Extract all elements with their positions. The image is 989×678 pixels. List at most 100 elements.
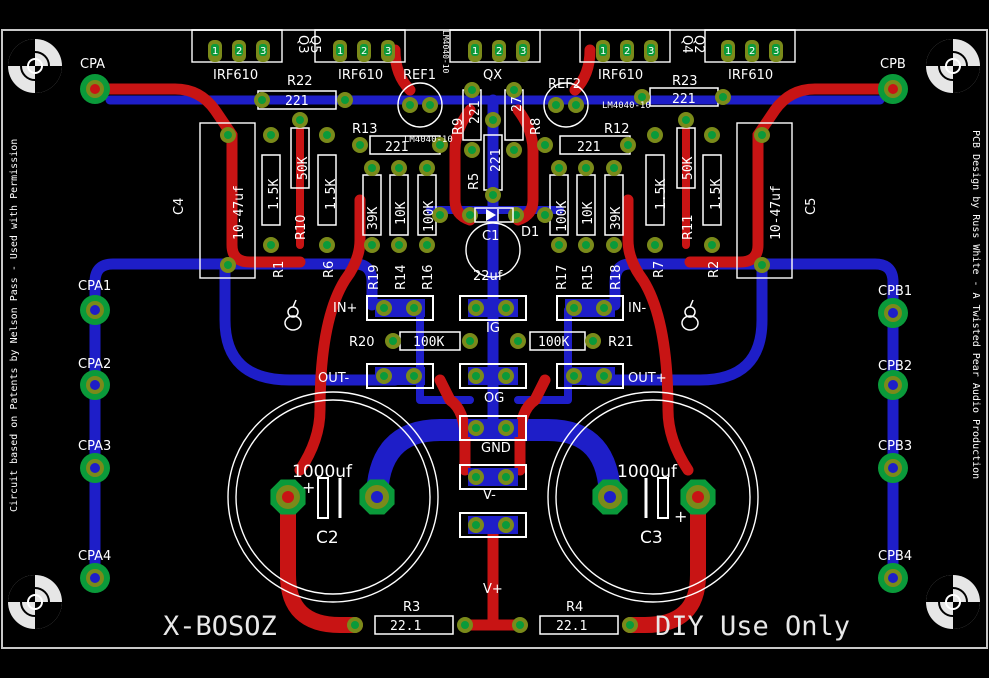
pad (406, 368, 422, 384)
pad (606, 237, 622, 253)
value-r16: 100K (422, 201, 437, 232)
value-r2: 1.5K (709, 179, 724, 210)
pad (464, 142, 480, 158)
value-r3: 22.1 (390, 619, 421, 634)
pad (319, 237, 335, 253)
label-r17: R17 (555, 264, 570, 290)
pad (704, 127, 720, 143)
pad (391, 237, 407, 253)
mosfet-pin: 1 (333, 40, 347, 62)
pear-logo-right (681, 299, 699, 331)
pad (468, 420, 484, 436)
label-r4: R4 (566, 600, 583, 615)
pad (385, 333, 401, 349)
pad (878, 298, 908, 328)
label-r8: R8 (529, 118, 544, 135)
label-r14: R14 (394, 264, 409, 290)
label-gnd: GND (481, 441, 511, 456)
pad (498, 517, 514, 533)
pad (80, 453, 110, 483)
pad (537, 207, 553, 223)
label-cpa: CPA (80, 57, 105, 72)
label-r3: R3 (403, 600, 420, 615)
label-c1: C1 (482, 229, 499, 244)
pad (596, 300, 612, 316)
pad (337, 92, 353, 108)
value-r14: 10K (394, 201, 409, 225)
pad (506, 82, 522, 98)
label-d1: D1 (521, 225, 539, 240)
value-r18: 39K (609, 206, 624, 230)
pad (432, 207, 448, 223)
label-q4: Q4 (679, 35, 694, 54)
label-v-plus: V+ (483, 582, 503, 597)
pad (715, 89, 731, 105)
pad (364, 160, 380, 176)
mosfet-pin: 2 (232, 40, 246, 62)
label-r11: R11 (681, 214, 696, 240)
label-cpb2: CPB2 (878, 359, 912, 374)
pad (263, 237, 279, 253)
pad (620, 137, 636, 153)
value-r9: 221 (468, 101, 483, 124)
pad (578, 160, 594, 176)
label-cpb1: CPB1 (878, 284, 912, 299)
pad (498, 420, 514, 436)
label-irf610-q4: IRF610 (598, 68, 643, 83)
value-c3: 1000uf (617, 462, 678, 482)
value-r10: 50K (296, 156, 311, 180)
pad (80, 370, 110, 400)
pad (457, 617, 473, 633)
svg-text:1: 1 (472, 46, 478, 57)
value-r17: 100K (555, 201, 570, 232)
label-irf610-q2: IRF610 (728, 68, 773, 83)
value-r15: 10K (581, 201, 596, 225)
mosfet-qx-center (449, 29, 541, 63)
value-r8: 27 (510, 96, 525, 112)
cap-c2-plate (317, 477, 329, 519)
pad (352, 137, 368, 153)
svg-text:3: 3 (520, 46, 526, 57)
diode-d1-body (474, 207, 514, 223)
pad (391, 160, 407, 176)
label-cpb3: CPB3 (878, 439, 912, 454)
pad (376, 368, 392, 384)
pad (347, 617, 363, 633)
svg-text:1: 1 (725, 46, 731, 57)
pad (498, 469, 514, 485)
pad (254, 92, 270, 108)
pad (680, 479, 716, 515)
board-title: X-BOSOZ (163, 611, 277, 642)
value-r19: 39K (366, 206, 381, 230)
ref1-outline (397, 82, 443, 128)
svg-text:1: 1 (600, 46, 606, 57)
label-irf610-q5: IRF610 (338, 68, 383, 83)
pad (462, 333, 478, 349)
pad (292, 112, 308, 128)
resistor-body (539, 615, 619, 635)
mosfet-q3-q5-left (191, 29, 406, 63)
cap-c2-inner (235, 399, 431, 595)
label-q5: Q5 (307, 35, 322, 54)
pad (419, 160, 435, 176)
value-r11: 50K (681, 156, 696, 180)
pad (263, 127, 279, 143)
pad (270, 479, 306, 515)
label-cpb4: CPB4 (878, 549, 912, 564)
cap-c3-outline (547, 391, 759, 603)
label-irf610-q3: IRF610 (213, 68, 258, 83)
value-r1: 1.5K (267, 179, 282, 210)
mosfet-pin: 3 (644, 40, 658, 62)
pad (754, 257, 770, 273)
svg-text:2: 2 (624, 46, 630, 57)
resistor-body (702, 154, 722, 226)
label-cpa3: CPA3 (78, 439, 111, 454)
value-c1: 22uf (473, 269, 503, 284)
pad (376, 300, 392, 316)
pad (596, 368, 612, 384)
svg-text:3: 3 (385, 46, 391, 57)
pad (422, 97, 438, 113)
label-r9: R9 (451, 118, 466, 135)
